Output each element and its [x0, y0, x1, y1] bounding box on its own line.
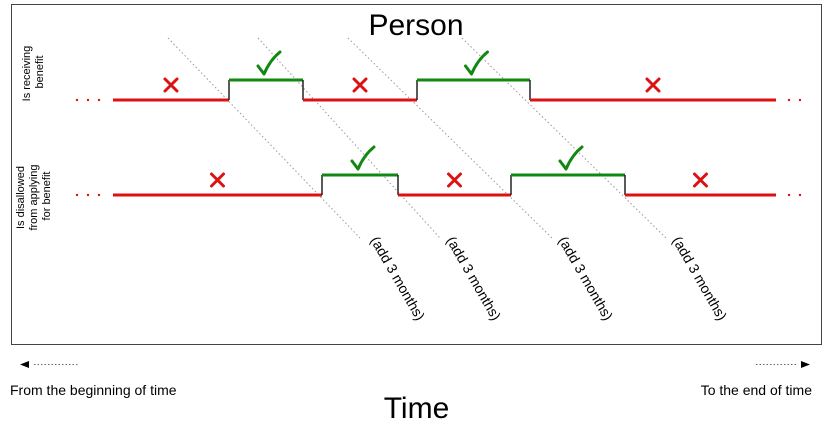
left-arrow-head-icon: [20, 361, 29, 368]
row-label-receiving-line-1: Is receiving: [21, 46, 33, 102]
green-check-icon: [558, 145, 584, 171]
timeline-row-receiving: [113, 50, 776, 102]
ellipsis-dot: [787, 193, 791, 197]
dotted-guide: [347, 37, 553, 239]
row-ellipsis-dots: [75, 98, 802, 197]
ellipsis-dot: [75, 193, 79, 197]
row-label-disallowed-line-2: from applying: [28, 165, 40, 231]
diagram-frame: [11, 4, 822, 345]
red-cross-icon: [352, 77, 368, 93]
dotted-guide: [257, 37, 441, 239]
time-start-label: From the beginning of time: [10, 382, 177, 398]
row-label-receiving: Is receiving benefit: [21, 43, 46, 102]
time-end-label: To the end of time: [700, 382, 812, 398]
red-cross-icon: [447, 172, 462, 188]
red-cross-icon: [163, 77, 179, 93]
ellipsis-dot: [97, 193, 101, 197]
add-3-months-annotation: (add 3 months): [555, 234, 616, 324]
dotted-guide: [461, 37, 667, 239]
ellipsis-dot: [798, 98, 802, 102]
row-label-receiving-line-2: benefit: [34, 55, 46, 88]
row-label-disallowed: Is disallowed from applying for benefit: [15, 161, 53, 230]
ellipsis-dot: [787, 98, 791, 102]
add-3-months-annotation: (add 3 months): [669, 234, 730, 324]
red-cross-icon: [693, 172, 708, 188]
row-label-disallowed-line-3: for benefit: [41, 172, 53, 221]
green-check-icon: [464, 50, 489, 76]
dotted-guides: [167, 37, 667, 239]
time-axis-label: Time: [383, 392, 450, 425]
time-direction-arrows: [20, 361, 810, 368]
ellipsis-dot: [97, 98, 101, 102]
red-cross-icon: [210, 172, 225, 188]
row-label-disallowed-line-1: Is disallowed: [15, 166, 27, 229]
dotted-guide: [167, 37, 361, 239]
ellipsis-dot: [86, 98, 90, 102]
ellipsis-dot: [86, 193, 90, 197]
add-3-months-annotation: (add 3 months): [443, 234, 504, 324]
diagram-title: Person: [368, 9, 463, 42]
ellipsis-dot: [75, 98, 79, 102]
green-check-icon: [256, 50, 282, 76]
annotations: (add 3 months)(add 3 months)(add 3 month…: [367, 234, 730, 324]
red-cross-icon: [645, 77, 661, 93]
green-check-icon: [350, 145, 376, 171]
ellipsis-dot: [798, 193, 802, 197]
add-3-months-annotation: (add 3 months): [367, 234, 428, 324]
timeline-row-disallowed: [113, 145, 776, 197]
right-arrow-head-icon: [801, 361, 810, 368]
